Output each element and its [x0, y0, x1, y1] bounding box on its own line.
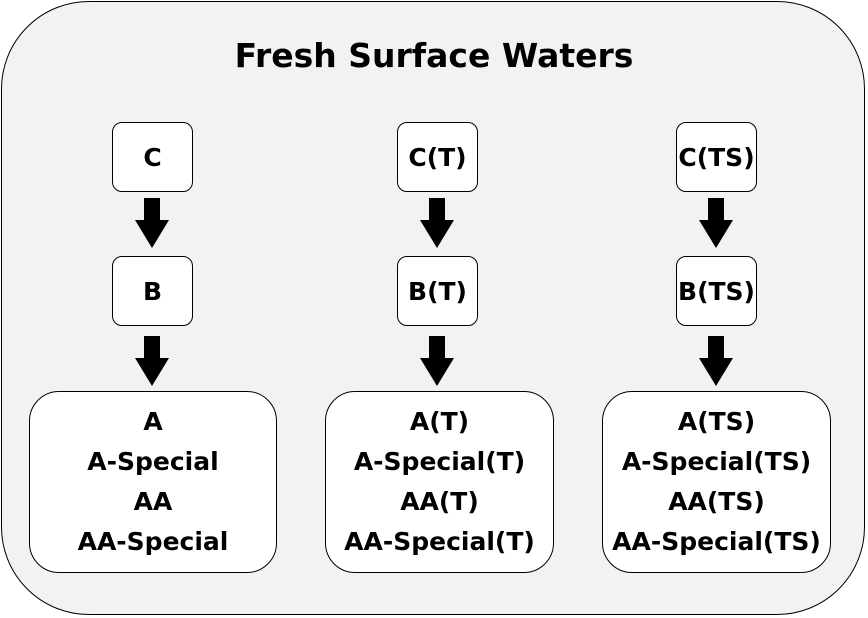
class-a-special-ts-label: A-Special(TS)	[621, 447, 812, 476]
class-a-ts-label: A(TS)	[677, 407, 756, 436]
class-c-t-label: C(T)	[408, 142, 467, 172]
class-c-t-box: C(T)	[397, 122, 478, 192]
class-a-t-group-box: A(T) A-Special(T) AA(T) AA-Special(T)	[325, 391, 554, 573]
class-b-box: B	[112, 256, 193, 326]
class-a-label: A	[143, 407, 163, 436]
down-arrow-icon	[699, 198, 733, 248]
down-arrow-icon	[420, 198, 454, 248]
class-b-t-label: B(T)	[408, 276, 467, 306]
class-aa-special-t-label: AA-Special(T)	[344, 527, 535, 556]
class-a-group-box: A A-Special AA AA-Special	[29, 391, 277, 573]
down-arrow-icon	[135, 198, 169, 248]
class-a-special-label: A-Special	[87, 447, 219, 476]
down-arrow-icon	[135, 336, 169, 386]
class-b-ts-box: B(TS)	[676, 256, 757, 326]
down-arrow-icon	[699, 336, 733, 386]
class-aa-special-ts-label: AA-Special(TS)	[612, 527, 821, 556]
class-c-box: C	[112, 122, 193, 192]
class-b-t-box: B(T)	[397, 256, 478, 326]
diagram-title: Fresh Surface Waters	[234, 36, 634, 75]
class-c-ts-box: C(TS)	[676, 122, 757, 192]
class-b-label: B	[142, 276, 163, 306]
class-a-ts-group-box: A(TS) A-Special(TS) AA(TS) AA-Special(TS…	[602, 391, 831, 573]
class-aa-special-label: AA-Special	[77, 527, 229, 556]
class-aa-t-label: AA(T)	[400, 487, 479, 516]
class-c-label: C	[143, 142, 162, 172]
down-arrow-icon	[420, 336, 454, 386]
class-a-special-t-label: A-Special(T)	[353, 447, 526, 476]
class-c-ts-label: C(TS)	[678, 142, 755, 172]
class-aa-label: AA	[133, 487, 173, 516]
class-aa-ts-label: AA(TS)	[668, 487, 765, 516]
class-b-ts-label: B(TS)	[678, 276, 755, 306]
class-a-t-label: A(T)	[409, 407, 470, 436]
